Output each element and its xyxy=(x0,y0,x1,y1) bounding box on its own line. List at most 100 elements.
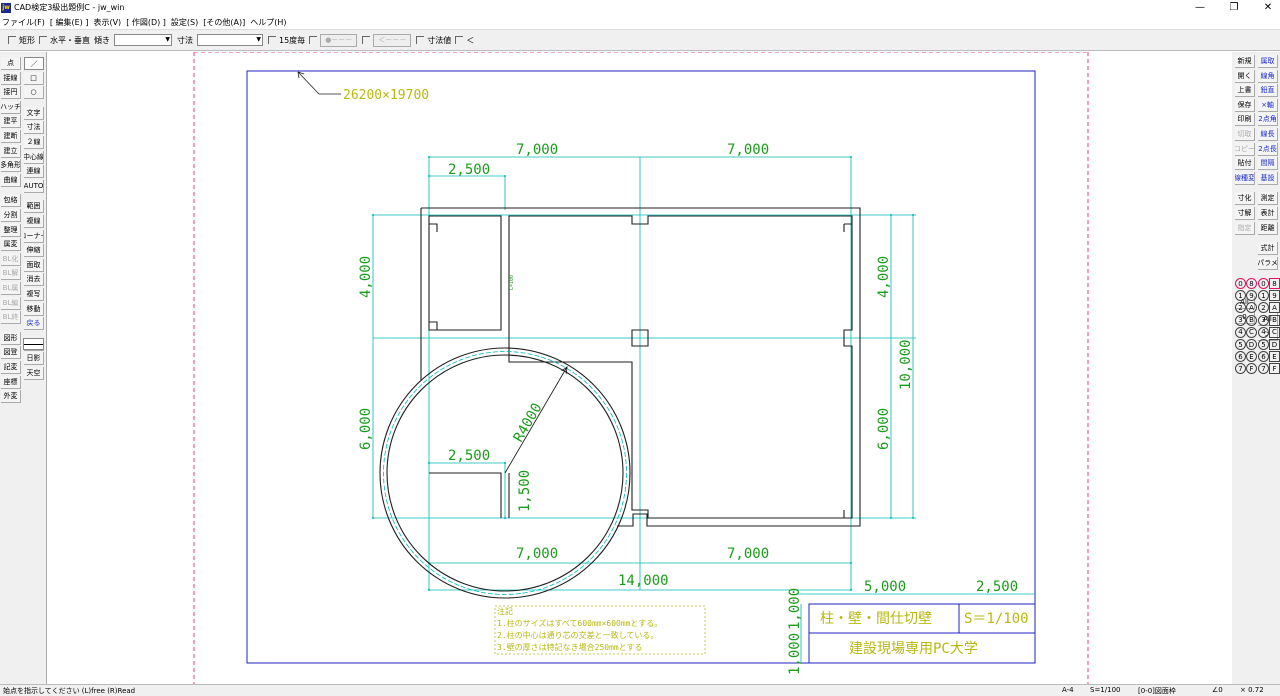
right-col2-tool-4[interactable]: 2点角 xyxy=(1258,113,1278,127)
left-layer-7[interactable]: 7 xyxy=(1235,363,1246,375)
dim-select[interactable]: ▼ xyxy=(197,34,263,46)
left-col1-tool-22[interactable]: 記変 xyxy=(1,361,21,374)
left-col1-tool-11[interactable]: 分割 xyxy=(1,209,21,222)
right-col2-tool-3[interactable]: ×軸 xyxy=(1258,98,1278,112)
left-col2-tool-16[interactable]: 消去 xyxy=(24,273,44,287)
step15-checkbox[interactable] xyxy=(268,36,276,44)
left-layer-6[interactable]: 6 xyxy=(1235,351,1246,363)
left-col1-tool-5[interactable]: 建断 xyxy=(1,130,21,143)
menu-edit[interactable]: [ 編集(E) ] xyxy=(49,17,89,27)
left-col1-tool-20[interactable]: 図形 xyxy=(1,331,21,345)
left-layer-5[interactable]: 5 xyxy=(1235,339,1246,350)
menu-draw[interactable]: [ 作図(D) ] xyxy=(126,17,166,27)
right-col1-tool-4[interactable]: 印刷 xyxy=(1235,113,1255,127)
right-layer-group-C[interactable]: C xyxy=(1269,326,1280,338)
left-col2-tool-13[interactable]: コーナー xyxy=(24,229,44,243)
menu-view[interactable]: 表示(V) xyxy=(93,17,122,27)
left-col1-tool-7[interactable]: 多角形 xyxy=(1,159,21,173)
left-col1-tool-4[interactable]: 建平 xyxy=(1,115,21,129)
right-col1-tool-8[interactable]: 線種変 xyxy=(1235,171,1255,185)
left-col1-tool-18[interactable]: BL終 xyxy=(1,311,21,325)
status-angle[interactable]: ∠0 xyxy=(1212,686,1223,694)
status-layer[interactable]: [0-0]図面枠 xyxy=(1138,687,1176,695)
right-col1-tool-11[interactable]: 寸解 xyxy=(1235,207,1255,220)
right-col1-tool-1[interactable]: 開く xyxy=(1235,69,1255,83)
right-col1-tool-0[interactable]: 新規 xyxy=(1235,55,1255,68)
right-col2-tool-8[interactable]: 基設 xyxy=(1258,171,1278,185)
left-layer-group-D[interactable]: D xyxy=(1246,339,1257,350)
right-col1-tool-6[interactable]: コピー xyxy=(1235,142,1255,156)
left-col1-tool-17[interactable]: BL編 xyxy=(1,296,21,310)
right-layer-3[interactable]: 3 xyxy=(1258,314,1269,326)
right-layer-group-9[interactable]: 9 xyxy=(1269,290,1280,302)
left-col2-tool-0[interactable]: ／ xyxy=(24,57,44,70)
left-col2-tool-15[interactable]: 面取 xyxy=(24,258,44,272)
right-col1-tool-3[interactable]: 保存 xyxy=(1235,98,1255,112)
left-col2-tool-11[interactable]: 範囲 xyxy=(24,200,44,214)
right-col2-tool-5[interactable]: 線長 xyxy=(1258,128,1278,141)
menu-file[interactable]: ファイル(F) xyxy=(2,17,45,27)
right-col2-tool-14[interactable]: 式計 xyxy=(1258,242,1278,256)
right-col2-tool-2[interactable]: 鉛直 xyxy=(1258,84,1278,98)
left-col2-tool-4[interactable]: 文字 xyxy=(24,106,44,120)
left-col1-tool-1[interactable]: 接線 xyxy=(1,71,21,85)
left-layer-group-9[interactable]: 9 xyxy=(1246,290,1257,302)
right-layer-0[interactable]: 0 xyxy=(1258,278,1269,289)
right-layer-group-E[interactable]: E xyxy=(1269,351,1280,363)
right-col2-tool-7[interactable]: 間隔 xyxy=(1258,157,1278,171)
left-col2-tool-19[interactable]: 戻る xyxy=(24,317,44,331)
left-col2-tool-22[interactable]: 日影 xyxy=(24,352,44,366)
right-layer-7[interactable]: 7 xyxy=(1258,363,1269,375)
point-checkbox[interactable] xyxy=(309,36,318,44)
left-col1-tool-3[interactable]: ハッチ xyxy=(1,100,21,114)
minimize-button[interactable]: — xyxy=(1195,2,1205,13)
right-layer-4[interactable]: 4 xyxy=(1258,326,1269,338)
right-col2-tool-10[interactable]: 測定 xyxy=(1258,192,1278,206)
left-col1-tool-6[interactable]: 建立 xyxy=(1,144,21,158)
right-col1-tool-2[interactable]: 上書 xyxy=(1235,84,1255,98)
left-col2-tool-6[interactable]: ２線 xyxy=(24,136,44,149)
right-layer-group-F[interactable]: F xyxy=(1269,363,1280,375)
right-col2-tool-15[interactable]: パラメ xyxy=(1258,256,1278,270)
left-col1-tool-13[interactable]: 属変 xyxy=(1,238,21,252)
left-col2-tool-17[interactable]: 複写 xyxy=(24,288,44,301)
left-col1-tool-23[interactable]: 座標 xyxy=(1,375,21,389)
right-layer-1[interactable]: 1 xyxy=(1258,290,1269,302)
left-col1-tool-24[interactable]: 外変 xyxy=(1,390,21,404)
left-layer-group-A[interactable]: A xyxy=(1246,302,1257,314)
right-layer-group-8[interactable]: 8 xyxy=(1269,278,1280,289)
right-layer-6[interactable]: 6 xyxy=(1258,351,1269,363)
left-layer-group-E[interactable]: E xyxy=(1246,351,1257,363)
line-type-button[interactable] xyxy=(23,338,44,350)
hv-checkbox[interactable] xyxy=(39,36,47,44)
left-col2-tool-7[interactable]: 中心線 xyxy=(24,150,44,164)
left-col1-tool-12[interactable]: 整理 xyxy=(1,223,21,237)
left-col2-tool-18[interactable]: 移動 xyxy=(24,302,44,316)
arrow-style-button[interactable]: ＜－－－ xyxy=(373,33,412,47)
right-col1-tool-10[interactable]: 寸化 xyxy=(1235,192,1255,206)
left-col1-tool-10[interactable]: 包絡 xyxy=(1,194,21,208)
left-layer-group-F[interactable]: F xyxy=(1246,363,1257,375)
left-layer-4[interactable]: 4 xyxy=(1235,326,1246,338)
right-layer-2[interactable]: 2 xyxy=(1258,302,1269,314)
left-col1-tool-15[interactable]: BL解 xyxy=(1,267,21,281)
left-col2-tool-2[interactable]: ○ xyxy=(24,86,44,100)
left-layer-1[interactable]: 1 xyxy=(1235,290,1246,302)
point-style-button[interactable]: ●－－－ xyxy=(320,33,358,47)
right-col2-tool-1[interactable]: 線角 xyxy=(1258,69,1278,83)
lt-checkbox[interactable] xyxy=(455,36,464,44)
right-col2-tool-12[interactable]: 距離 xyxy=(1258,221,1278,235)
right-layer-group-B[interactable]: B xyxy=(1269,314,1280,326)
maximize-button[interactable]: ❐ xyxy=(1229,2,1239,13)
right-layer-group-D[interactable]: D xyxy=(1269,339,1280,350)
right-col2-tool-11[interactable]: 表計 xyxy=(1258,207,1278,220)
left-col2-tool-9[interactable]: AUTO xyxy=(24,179,44,193)
menu-other[interactable]: [その他(A)] xyxy=(203,17,246,27)
drawing-canvas[interactable]: 26200×19700 7,000 xyxy=(46,51,1232,684)
menu-settings[interactable]: 設定(S) xyxy=(170,17,199,27)
left-layer-group-C[interactable]: C xyxy=(1246,326,1257,338)
left-col2-tool-8[interactable]: 連線 xyxy=(24,165,44,179)
left-col2-tool-23[interactable]: 天空 xyxy=(24,367,44,380)
left-layer-0[interactable]: 0 xyxy=(1235,278,1246,289)
status-scale[interactable]: S=1/100 xyxy=(1090,686,1121,694)
